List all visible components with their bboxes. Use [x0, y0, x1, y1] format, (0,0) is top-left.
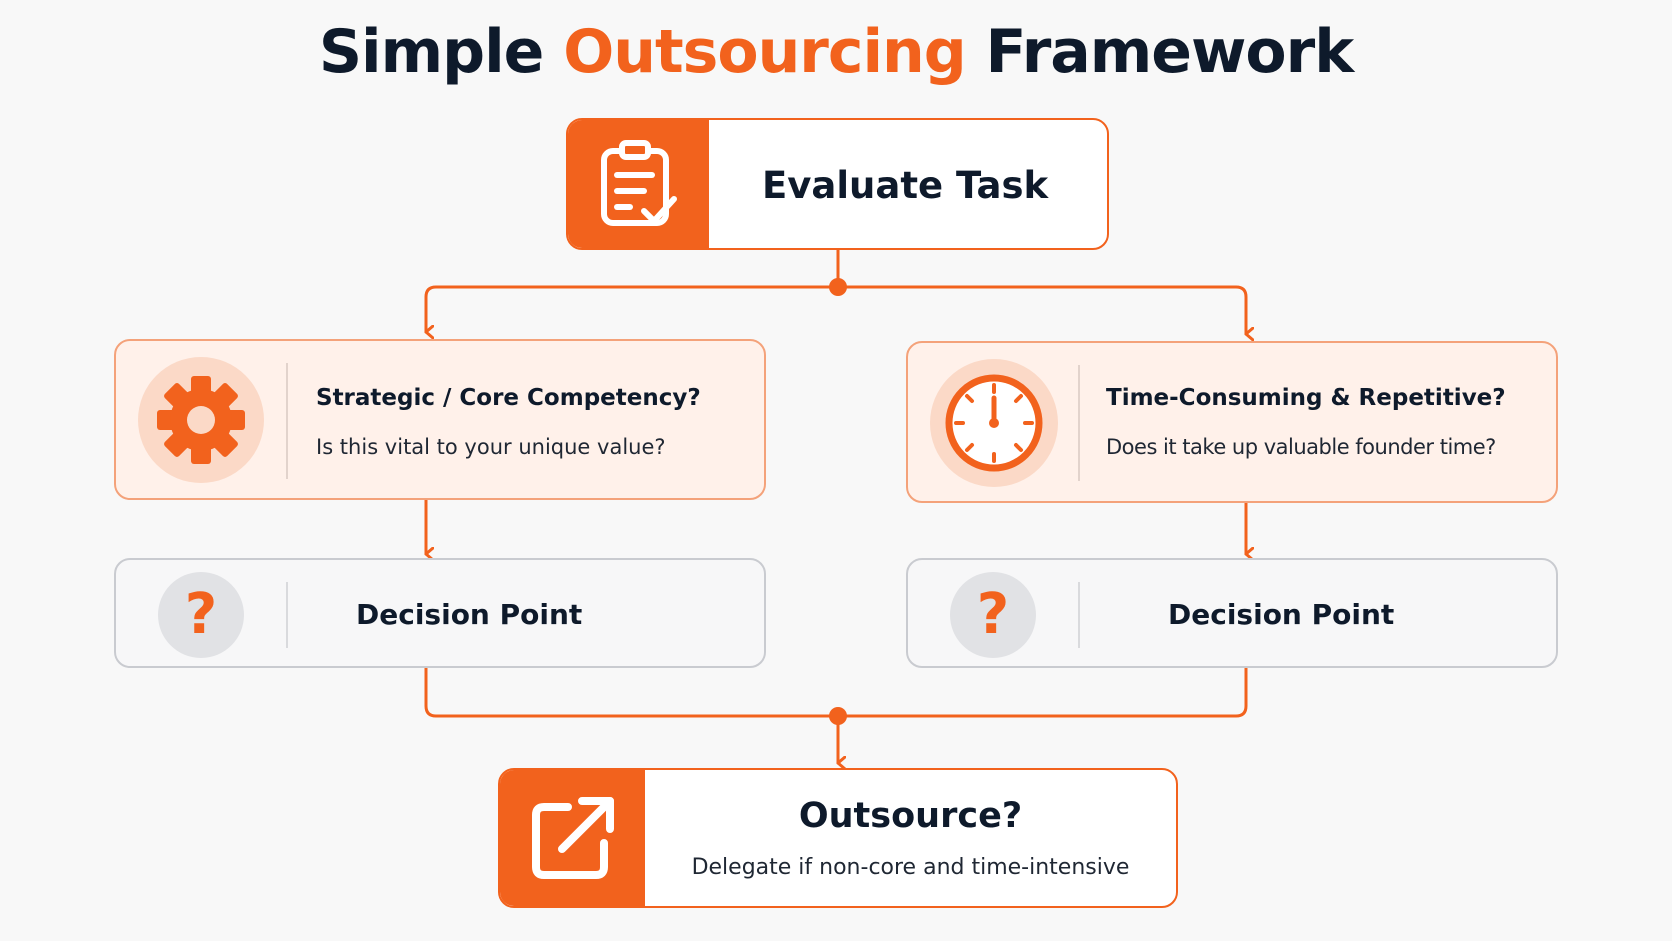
decision-left-box: ? Decision Point — [114, 558, 766, 668]
connector-split-left — [424, 285, 840, 332]
evaluate-task-label: Evaluate Task — [762, 164, 1049, 207]
strategic-divider — [286, 363, 288, 479]
time-title: Time-Consuming & Repetitive? — [1106, 385, 1506, 411]
evaluate-icon-block — [568, 120, 709, 248]
title-suffix: Framework — [965, 17, 1355, 87]
evaluate-task-box: Evaluate Task — [566, 118, 1109, 250]
time-icon-circle — [930, 359, 1058, 487]
time-divider — [1078, 365, 1080, 481]
outsource-title: Outsource? — [798, 796, 1023, 836]
connector-split-right — [836, 285, 1246, 334]
decision-left-divider — [286, 582, 288, 648]
question-mark-icon: ? — [184, 582, 218, 647]
external-link-icon — [531, 797, 614, 879]
decision-left-icon-circle: ? — [158, 572, 244, 658]
merge-dot — [829, 707, 847, 725]
strategic-box: Strategic / Core Competency? Is this vit… — [114, 339, 766, 500]
time-box: Time-Consuming & Repetitive? Does it tak… — [906, 341, 1558, 503]
question-mark-icon: ? — [976, 582, 1010, 647]
title-prefix: Simple — [318, 17, 564, 87]
connector-merge-right — [836, 666, 1248, 718]
decision-left-label: Decision Point — [356, 598, 583, 631]
outsource-box: Outsource? Delegate if non-core and time… — [498, 768, 1178, 908]
outsource-icon-block — [500, 770, 645, 906]
connector-merge-left — [424, 666, 840, 718]
decision-right-divider — [1078, 582, 1080, 648]
split-dot — [829, 278, 847, 296]
time-subtitle: Does it take up valuable founder time? — [1106, 435, 1496, 459]
title-accent: Outsourcing — [563, 17, 966, 87]
strategic-icon-circle — [138, 357, 264, 483]
clipboard-check-icon — [600, 140, 677, 226]
clock-icon — [945, 374, 1043, 472]
decision-right-label: Decision Point — [1168, 598, 1395, 631]
page-title: Simple Outsourcing Framework — [0, 12, 1672, 92]
strategic-subtitle: Is this vital to your unique value? — [316, 435, 666, 459]
decision-right-icon-circle: ? — [950, 572, 1036, 658]
gear-icon — [157, 376, 245, 464]
strategic-title: Strategic / Core Competency? — [316, 385, 701, 411]
decision-right-box: ? Decision Point — [906, 558, 1558, 668]
outsource-subtitle: Delegate if non-core and time-intensive — [691, 855, 1130, 880]
